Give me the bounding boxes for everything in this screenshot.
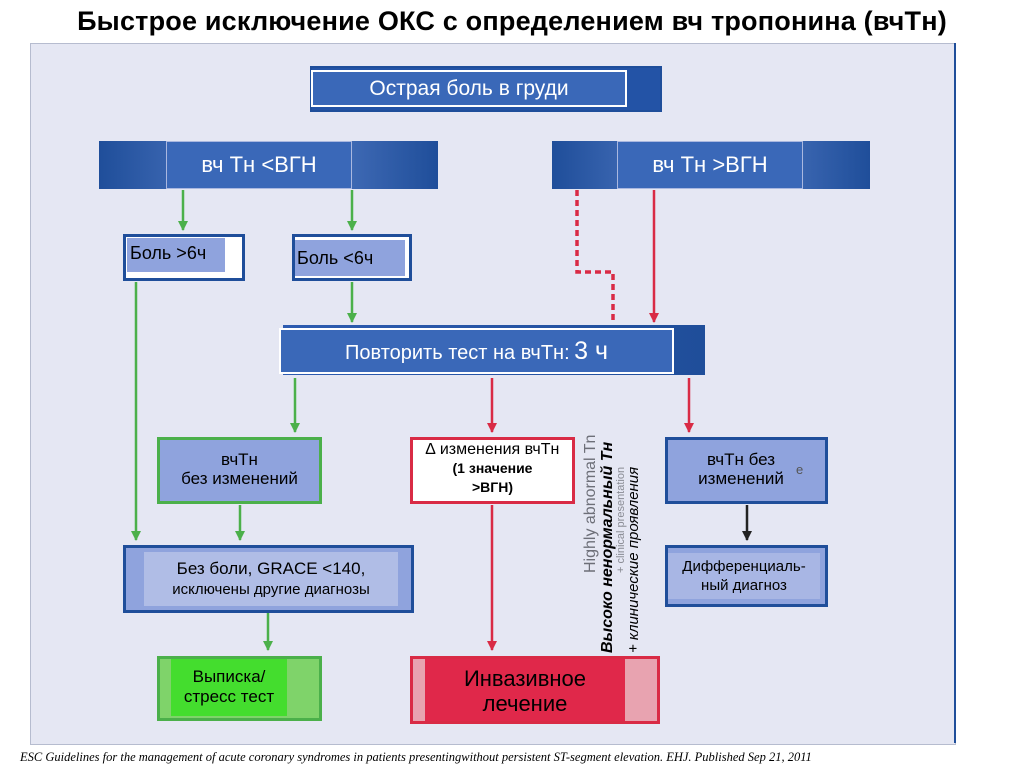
diff-diag-line2: ный диагноз (701, 577, 787, 594)
tn-low-label: вч Тн <ВГН (166, 141, 352, 189)
delta-change-line1: ∆ изменения вчТн (425, 441, 560, 458)
tn-high-label: вч Тн >ВГН (617, 141, 803, 189)
repeat-time-label: 3 ч (574, 337, 608, 365)
discharge-line2: стресс тест (183, 687, 275, 706)
diff-diag-line1: Дифференциаль- (682, 558, 806, 575)
invasive-inner: Инвазивное лечение (425, 659, 625, 721)
no-change-left-text: вчТн без изменений (157, 450, 322, 488)
no-change-right-ghost: e (796, 462, 804, 477)
delta-change-text: ∆ изменения вчТн (1 значение >ВГН) (413, 440, 572, 497)
no-change-left-box (157, 437, 322, 504)
discharge-line1: Выписка/ (192, 667, 266, 686)
vertical-sub-label: + клинические проявления (625, 466, 642, 653)
no-change-right-line2: изменений (698, 469, 784, 488)
repeat-test-label: Повторить тест на вчТн: (345, 342, 570, 364)
repeat-test-inner: Повторить тест на вчТн: 3 ч (279, 328, 674, 374)
diff-diag-inner: Дифференциаль- ный диагноз (668, 553, 820, 599)
grace-inner: Без боли, GRACE <140, исключены другие д… (144, 552, 398, 606)
citation-footer: ESC Guidelines for the management of acu… (20, 750, 812, 764)
no-change-left-line1: вчТн (221, 450, 258, 469)
invasive-line1: Инвазивное (463, 666, 587, 691)
slide-title: Быстрое исключение ОКС с определением вч… (77, 6, 947, 36)
no-change-right-box (665, 437, 828, 504)
delta-change-line3: >ВГН) (472, 479, 513, 495)
chest-pain-label: Острая боль в груди (311, 70, 627, 107)
pain-under-6h-label: Боль <6ч (295, 240, 405, 276)
invasive-line2: лечение (482, 691, 568, 716)
discharge-inner: Выписка/ стресс тест (171, 659, 287, 716)
delta-change-line2: (1 значение (452, 460, 533, 476)
no-change-right-line1: вчТн без (706, 450, 776, 469)
grace-line2: исключены другие диагнозы (172, 581, 370, 598)
grace-line1: Без боли, GRACE <140, (176, 559, 366, 578)
pain-over-6h-label: Боль >6ч (127, 238, 225, 272)
right-border-line (954, 43, 956, 743)
no-change-right-text: вчТн без изменений (676, 450, 806, 488)
vertical-text-group: Highly abnormal Tn Высоко ненормальный Т… (582, 353, 662, 653)
no-change-left-line2: без изменений (181, 469, 298, 488)
delta-change-box (410, 437, 575, 504)
